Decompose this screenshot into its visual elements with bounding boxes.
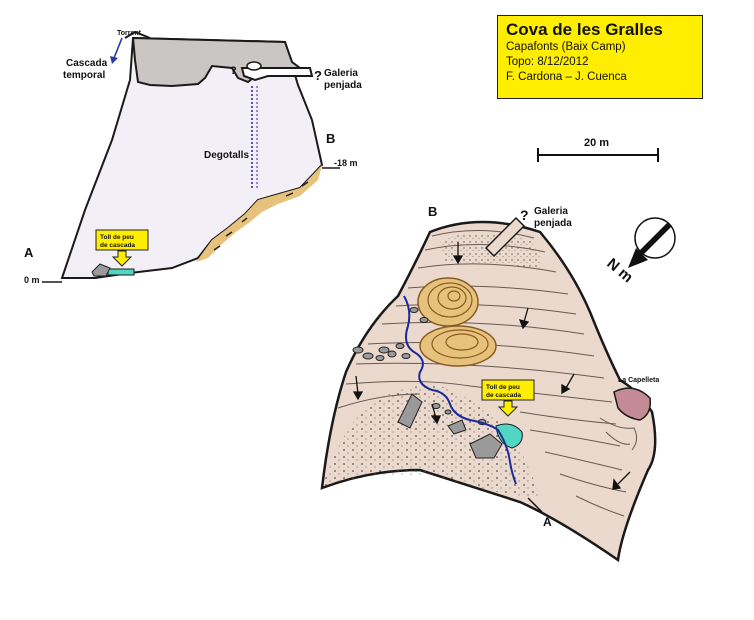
torrent-label: Torrent: [117, 30, 142, 37]
north-label: N m: [603, 255, 636, 286]
plan-galeria-label-2: penjada: [534, 218, 572, 229]
floor-dashes: [213, 181, 309, 251]
section-toll-label-2: de cascada: [100, 242, 135, 249]
section-line-a: [527, 497, 543, 513]
plan-question: ?: [520, 207, 529, 223]
depth-minus18: -18 m: [334, 158, 358, 168]
sediment-mound-2: [419, 325, 497, 367]
scale-bar-label: 20 m: [584, 137, 609, 149]
north-arrow-shaft: [636, 222, 672, 258]
cave-title: Cova de les Gralles: [506, 20, 663, 39]
plan-toll-arrow: [497, 400, 519, 417]
plan-pool: [495, 423, 523, 449]
gallery-opening: [246, 61, 262, 71]
section-ceiling-rock: [131, 36, 303, 88]
cave-location: Capafonts (Baix Camp): [506, 41, 626, 53]
cave-authors: F. Cardona – J. Cuenca: [506, 71, 627, 83]
section-pool: [107, 268, 135, 276]
plan-flow-arrows: [352, 242, 631, 490]
north-arrow: N m: [603, 217, 676, 286]
plan-gravel-area: [322, 385, 540, 498]
capelleta-label: La Capelleta: [618, 377, 659, 384]
cascade-arrow: [113, 37, 123, 59]
cascade-label-1: Cascada: [66, 58, 108, 69]
plan-point-b: B: [428, 204, 437, 219]
cascade-label-2: temporal: [63, 70, 105, 81]
section-toll-box: [95, 229, 149, 251]
section-galeria-label-1: Galeria: [324, 68, 358, 79]
plan-toll-label-2: de cascada: [486, 392, 521, 399]
plan-toll-box: [481, 379, 535, 401]
section-point-b: B: [326, 131, 335, 146]
title-box: Cova de les Gralles Capafonts (Baix Camp…: [497, 15, 703, 99]
north-arrow-head: [628, 248, 648, 268]
sediment-mound-1: [417, 277, 479, 327]
section-toll-label-1: Toll de peu: [100, 234, 134, 241]
section-view: Torrent Cascada temporal ? ? Galeria pen…: [24, 30, 362, 285]
plan-toll-label-1: Toll de peu: [486, 384, 520, 391]
la-capelleta: [613, 387, 652, 421]
plan-stream: [403, 295, 517, 485]
section-galeria-label-2: penjada: [324, 80, 362, 91]
section-rock-1: [91, 263, 111, 277]
section-question-2: ?: [314, 68, 322, 83]
cascade-arrowhead: [110, 56, 118, 64]
plan-hanging-gallery: [484, 216, 526, 258]
torrent-notch: [124, 30, 151, 39]
section-sediment: [196, 165, 322, 262]
degotalls-label: Degotalls: [204, 150, 249, 161]
plan-view: B ? Galeria penjada La Capelleta Toll de…: [320, 204, 659, 563]
plan-point-a: A: [543, 515, 552, 529]
hanging-gallery: [240, 67, 314, 82]
topo-date: Topo: 8/12/2012: [506, 56, 589, 68]
section-point-a: A: [24, 245, 34, 260]
depth-zero: 0 m: [24, 275, 40, 285]
section-question-1: ?: [230, 65, 237, 77]
plan-galeria-label-1: Galeria: [534, 206, 568, 217]
section-toll-arrow: [111, 250, 133, 267]
scale-bar: 20 m: [537, 137, 659, 162]
